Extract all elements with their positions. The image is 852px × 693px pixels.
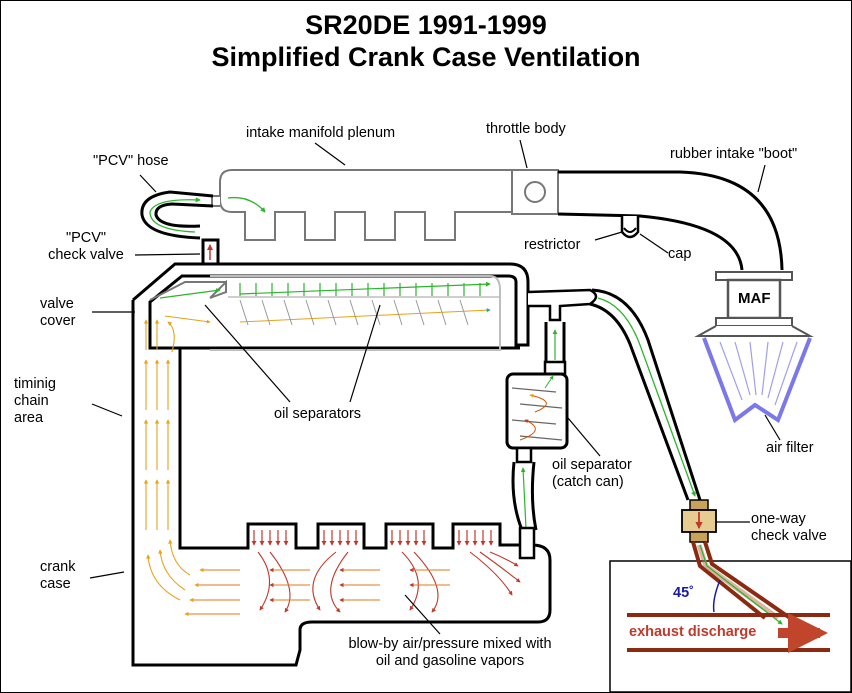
blowby-left-arrows — [184, 567, 450, 617]
one-way-check-valve-top — [689, 499, 709, 511]
hose-flow-crankcase — [520, 467, 527, 529]
separator-fins — [239, 283, 481, 296]
air-filter-pleats — [719, 341, 798, 406]
separator-flow-lower — [164, 308, 491, 324]
plenum-green-flow — [227, 196, 266, 213]
angle-arc — [712, 579, 721, 613]
label-one-way-check-valve: one-way check valve — [751, 511, 827, 544]
label-blow-by: blow-by air/pressure mixed with oil and … — [348, 636, 552, 669]
cap — [623, 227, 637, 233]
rubber-intake-boot — [557, 170, 784, 271]
hose-to-check-valve — [589, 288, 702, 501]
valve-cover-separator-box — [210, 275, 501, 351]
title-line2: Simplified Crank Case Ventilation — [211, 42, 641, 72]
blowby-red-down-arrows — [251, 530, 494, 546]
separator-outlet-tee — [527, 288, 598, 322]
label-oil-separator-catch-can: oil separator (catch can) — [552, 457, 632, 490]
blowby-curved-arrows — [257, 551, 521, 613]
label-cap: cap — [668, 246, 692, 262]
intake-manifold-plenum — [219, 169, 513, 241]
title-line1: SR20DE 1991-1999 — [305, 10, 547, 40]
catch-can-cap — [543, 360, 567, 376]
label-pcv-hose: "PCV" hose — [93, 153, 169, 169]
label-maf: MAF — [738, 290, 771, 307]
label-rubber-intake-boot: rubber intake "boot" — [670, 146, 798, 162]
separator-fins-lower — [239, 299, 469, 326]
label-restrictor: restrictor — [524, 237, 581, 253]
crankcase-outlet — [518, 526, 536, 560]
label-throttle-body: throttle body — [486, 121, 566, 137]
label-angle: 45˚ — [673, 585, 694, 601]
air-filter — [702, 337, 812, 424]
throttle-plate — [524, 181, 546, 203]
label-exhaust-discharge: exhaust discharge — [629, 624, 757, 640]
separator-flow-upper — [159, 281, 491, 299]
crank-case-outline — [131, 300, 552, 667]
exhaust-tube-fill — [696, 544, 780, 621]
label-intake-manifold-plenum: intake manifold plenum — [246, 125, 396, 141]
restrictor — [620, 216, 640, 239]
catch-can-outlet — [515, 446, 533, 464]
timing-area-up-arrows — [143, 319, 191, 601]
label-air-filter: air filter — [766, 440, 814, 456]
exhaust-tube — [691, 541, 792, 620]
engine-block-outline — [132, 262, 530, 350]
plenum-inlet-nipple — [211, 195, 220, 207]
maf-flange-bottom — [715, 317, 793, 327]
exhaust-tube-flow — [699, 544, 783, 625]
catch-can-flow — [519, 375, 554, 441]
hose-crankcase-to-catch-can — [511, 461, 538, 531]
pcv-hose — [140, 190, 214, 240]
hose-flow-to-check-valve — [597, 297, 696, 497]
label-pcv-check-valve: "PCV" check valve — [48, 230, 124, 263]
label-crank-case: crank case — [40, 559, 76, 592]
one-way-check-valve-bottom — [689, 531, 709, 543]
baffle-upper — [149, 281, 226, 301]
pcv-hose-flow — [149, 197, 201, 233]
hose-to-catch-can — [544, 322, 566, 362]
label-oil-separators: oil separators — [274, 406, 362, 422]
label-valve-cover: valve cover — [40, 296, 76, 329]
label-timing-chain-area: timinig chain area — [14, 376, 56, 426]
leader-lines — [89, 139, 781, 635]
air-filter-collar — [694, 325, 814, 337]
